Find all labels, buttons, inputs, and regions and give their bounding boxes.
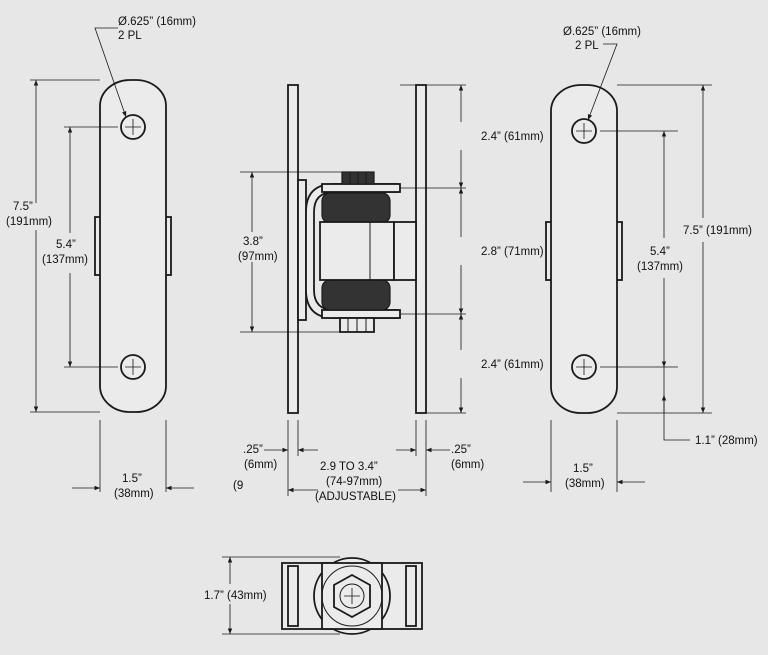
label-thickness-left-in: .25” <box>243 444 263 456</box>
label-barrel-height-mm: (97mm) <box>238 251 278 263</box>
label-height-left-mm: (191mm) <box>6 216 52 228</box>
label-upper-segment: 2.4” (61mm) <box>481 131 544 143</box>
label-spacing-left-mm: (137mm) <box>42 254 88 266</box>
label-gap-range: 2.9 TO 3.4” <box>320 461 378 473</box>
right-mounting-plate <box>550 84 618 414</box>
label-spacing-left-in: 5.4” <box>56 239 76 251</box>
lower-arm <box>321 309 401 319</box>
bottom-top-view <box>222 556 423 635</box>
label-top-view-height: 1.7” (43mm) <box>204 590 267 602</box>
spring-barrel <box>319 221 395 281</box>
left-plate-gusset <box>297 179 307 321</box>
label-height-right: 7.5” (191mm) <box>683 225 752 237</box>
label-thickness-right-mm: (6mm) <box>451 459 484 471</box>
lower-bushing <box>321 279 391 311</box>
label-hole-dia-left: Ø.625” (16mm) <box>118 16 196 28</box>
label-spacing-right-mm: (137mm) <box>637 261 683 273</box>
label-thickness-left-mm: (6mm) <box>244 459 277 471</box>
label-width-right-in: 1.5” <box>573 463 593 475</box>
label-gap-note: (ADJUSTABLE) <box>315 491 396 503</box>
mount-block <box>393 221 417 281</box>
label-gap-range-mm: (74-97mm) <box>326 476 382 488</box>
label-height-left-in: 7.5” <box>13 201 33 213</box>
left-mounting-plate <box>99 79 167 413</box>
label-barrel-height-in: 3.8” <box>243 236 263 248</box>
center-left-plate <box>287 84 299 414</box>
right-plate-view <box>523 43 712 492</box>
label-width-right-mm: (38mm) <box>565 478 605 490</box>
label-cut-fragment: (9 <box>233 480 243 492</box>
label-thickness-right-in: .25” <box>451 444 471 456</box>
upper-arm <box>321 183 401 193</box>
upper-bushing <box>321 192 391 224</box>
top-view-right-lug <box>405 565 417 627</box>
label-hole-offset-right: 1.1” (28mm) <box>695 435 758 447</box>
label-hole-qty-right: 2 PL <box>575 40 599 52</box>
dimension-labels: Ø.625” (16mm) 2 PL 7.5” (191mm) 5.4” (13… <box>6 16 758 602</box>
label-width-left-mm: (38mm) <box>114 488 154 500</box>
label-hole-dia-right: Ø.625” (16mm) <box>563 26 641 38</box>
label-spacing-right-in: 5.4” <box>650 246 670 258</box>
left-plate-view <box>30 27 194 492</box>
top-view-left-lug <box>287 565 299 627</box>
label-hole-qty-left: 2 PL <box>118 30 142 42</box>
center-side-view <box>240 84 466 496</box>
label-middle-segment: 2.8” (71mm) <box>481 246 544 258</box>
center-right-plate <box>415 84 427 414</box>
label-lower-segment: 2.4” (61mm) <box>481 359 544 371</box>
label-width-left-in: 1.5” <box>122 473 142 485</box>
